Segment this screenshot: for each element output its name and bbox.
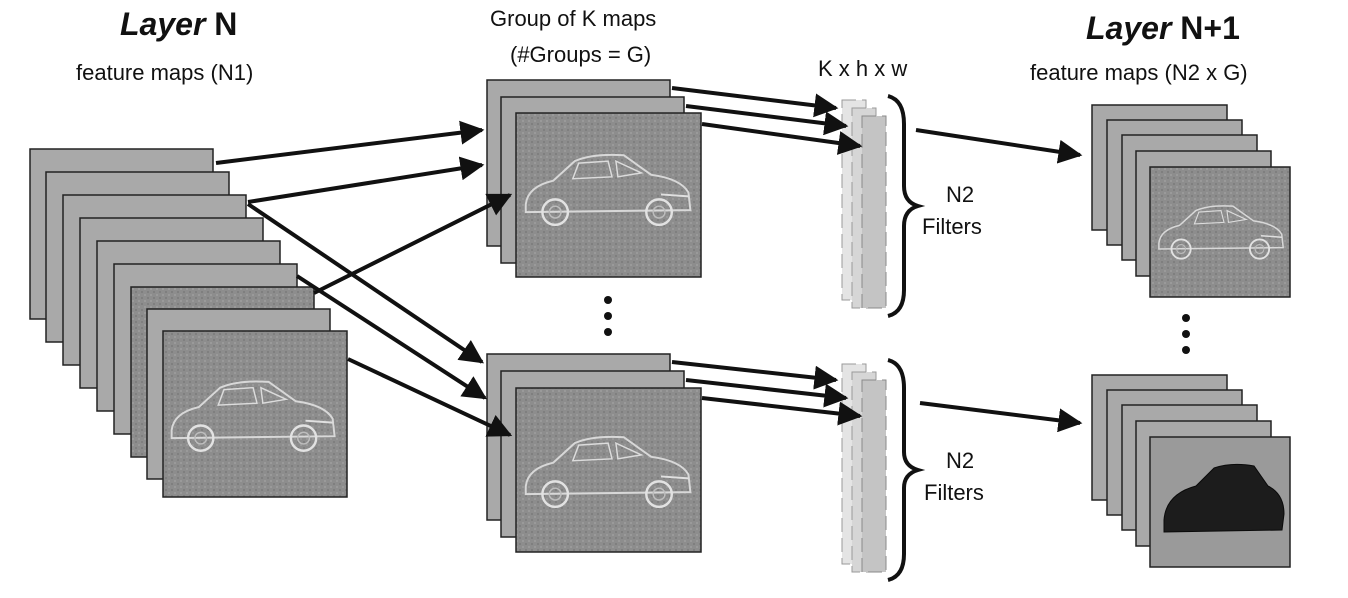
arrow (215, 120, 485, 165)
layer-n1-bottom-stack (1091, 374, 1291, 568)
ellipsis-dots (604, 296, 612, 336)
layer-n1-title: Layer N+1 (1086, 10, 1240, 47)
arrow (671, 86, 839, 118)
layer-n-title-bold: N (214, 6, 238, 42)
layer-n-subtitle: feature maps (N1) (76, 60, 254, 85)
groups-label-line2: (#Groups = G) (510, 42, 652, 67)
layer-n1-title-bold: N+1 (1180, 10, 1240, 46)
group-top-stack (486, 79, 702, 278)
filter-bank-top-line1: N2 (946, 182, 975, 207)
arrow (347, 357, 513, 437)
filter-bank-top-line2: Filters (922, 214, 982, 239)
groups-label-line1: Group of K maps (490, 6, 657, 31)
filter-bank-bottom (841, 358, 926, 582)
layer-n1-subtitle: feature maps (N2 x G) (1030, 60, 1248, 85)
arrow (701, 396, 863, 426)
arrow (313, 193, 513, 295)
curly-brace (887, 358, 926, 582)
arrow (701, 122, 863, 155)
arrow (671, 360, 839, 390)
curly-brace (887, 94, 926, 318)
arrows (215, 86, 1083, 437)
arrow (685, 104, 849, 136)
filter-column-3 (861, 115, 887, 309)
arrow (246, 202, 484, 364)
layer-n1-top-stack (1091, 104, 1291, 298)
layer-n-stack (29, 148, 348, 498)
filter-bank-top (841, 94, 926, 318)
filter-column-3 (861, 379, 887, 573)
arrow (685, 378, 849, 408)
layer-n-title-italic: Layer (120, 6, 206, 42)
layer-n-title: Layer N (120, 6, 237, 43)
arrow (295, 274, 488, 400)
layer-n-front-map (162, 330, 348, 498)
layer-n1-title-italic: Layer (1086, 10, 1172, 46)
group-bottom-stack (486, 353, 702, 553)
group-bottom-front-map (515, 387, 702, 553)
car-feature-image (1163, 463, 1285, 533)
arrow (919, 401, 1083, 433)
filter-bank-bottom-line1: N2 (946, 448, 975, 473)
ellipsis-dots (1182, 314, 1190, 354)
arrow (247, 156, 485, 204)
arrow (915, 128, 1083, 164)
filter-bank-bottom-line2: Filters (924, 480, 984, 505)
layer-n1-top-front-map (1149, 166, 1291, 298)
filter-dims-label: K x h x w (818, 56, 908, 81)
